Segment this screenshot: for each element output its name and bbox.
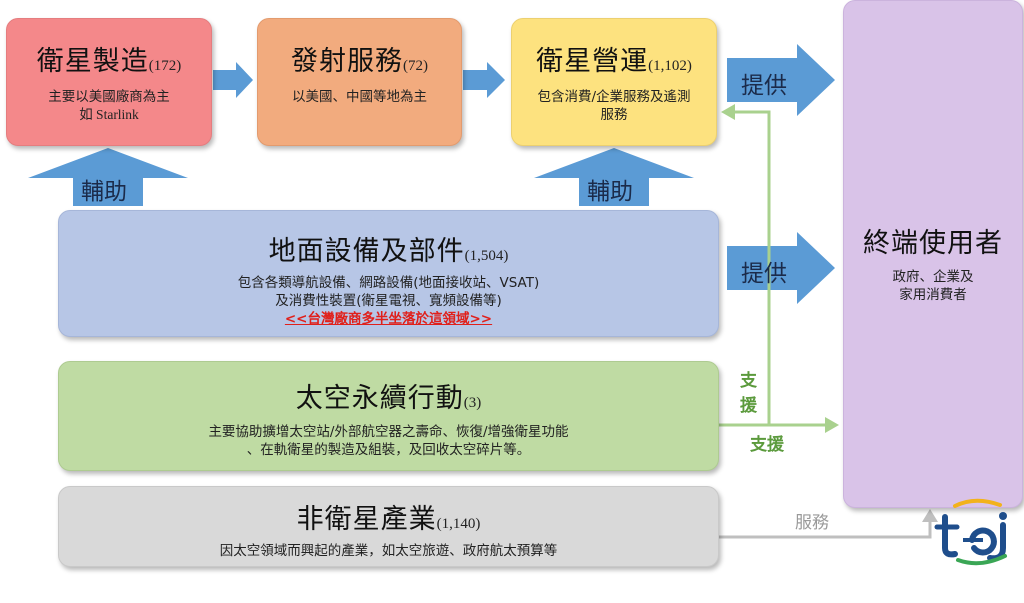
support-label-vertical-2: 援: [740, 396, 757, 416]
launch-count: (72): [403, 58, 428, 74]
assist-arrow-left: [28, 148, 188, 206]
box-satellite-operations: 衛星營運(1,102) 包含消費/企業服務及遙測 服務: [511, 18, 717, 146]
support-arrowhead-user: [825, 417, 839, 433]
provide-arrow-middle: [727, 232, 835, 304]
ground-count: (1,504): [464, 248, 509, 264]
non-satellite-count: (1,140): [436, 516, 481, 532]
ground-title: 地面設備及部件: [268, 236, 465, 267]
operations-title: 衛星營運: [536, 46, 649, 77]
sustainability-desc-2: 、在軌衛星的製造及組裝，及回收太空碎片等。: [246, 442, 531, 458]
box-ground-equipment: 地面設備及部件(1,504) 包含各類導航設備、網路設備(地面接收站、VSAT)…: [58, 210, 719, 337]
operations-desc-1: 包含消費/企業服務及遙測: [537, 89, 691, 105]
box-non-satellite-industry: 非衛星產業(1,140) 因太空領域而興起的產業，如太空旅遊、政府航太預算等: [58, 486, 719, 567]
end-user-title: 終端使用者: [863, 228, 1003, 259]
operations-desc-2: 服務: [600, 107, 628, 123]
provide-arrow-top: [727, 44, 835, 116]
sustainability-title: 太空永續行動: [295, 383, 464, 414]
arrow-launch-to-ops: [463, 62, 505, 98]
provide-label-middle: 提供: [741, 261, 787, 287]
provide-label-top: 提供: [741, 73, 787, 99]
launch-title: 發射服務: [291, 46, 403, 77]
ground-desc-2: 及消費性裝置(衛星電視、寬頻設備等): [275, 293, 502, 309]
end-user-desc-1: 政府、企業及: [892, 269, 974, 285]
service-line: [719, 520, 932, 539]
non-satellite-desc: 因太空領域而興起的產業，如太空旅遊、政府航太預算等: [219, 543, 558, 559]
manufacturing-desc-2: 如 Starlink: [79, 107, 139, 122]
ground-desc-1: 包含各類導航設備、網路設備(地面接收站、VSAT): [237, 275, 540, 291]
non-satellite-title: 非衛星產業: [296, 504, 437, 535]
assist-arrow-right: [534, 148, 694, 206]
support-label-vertical-1: 支: [740, 371, 757, 391]
operations-count: (1,102): [648, 58, 692, 74]
service-arrowhead: [922, 509, 938, 522]
box-end-users: 終端使用者 政府、企業及 家用消費者: [843, 0, 1023, 508]
launch-desc: 以美國、中國等地為主: [292, 89, 427, 105]
support-line-vertical: [719, 110, 771, 427]
box-space-sustainability: 太空永續行動(3) 主要協助擴增太空站/外部航空器之壽命、恢復/增強衛星功能 、…: [58, 361, 719, 471]
end-user-desc-2: 家用消費者: [899, 287, 967, 303]
assist-label-left: 輔助: [81, 179, 127, 205]
manufacturing-count: (172): [148, 58, 182, 74]
manufacturing-title: 衛星製造: [36, 46, 149, 77]
support-arrowhead-ops: [721, 104, 735, 120]
support-label-horizontal: 支援: [750, 435, 784, 455]
sustainability-count: (3): [463, 395, 482, 411]
manufacturing-desc-1: 主要以美國廠商為主: [48, 89, 170, 105]
service-label: 服務: [795, 513, 829, 533]
sustainability-desc-1: 主要協助擴增太空站/外部航空器之壽命、恢復/增強衛星功能: [208, 424, 569, 440]
assist-label-right: 輔助: [587, 179, 633, 205]
box-launch-services: 發射服務(72) 以美國、中國等地為主: [257, 18, 462, 146]
arrow-mfg-to-launch: [213, 62, 253, 98]
ground-highlight: <<台灣廠商多半坐落於這領域>>: [284, 311, 493, 327]
box-satellite-manufacturing: 衛星製造(172) 主要以美國廠商為主 如 Starlink: [6, 18, 212, 146]
